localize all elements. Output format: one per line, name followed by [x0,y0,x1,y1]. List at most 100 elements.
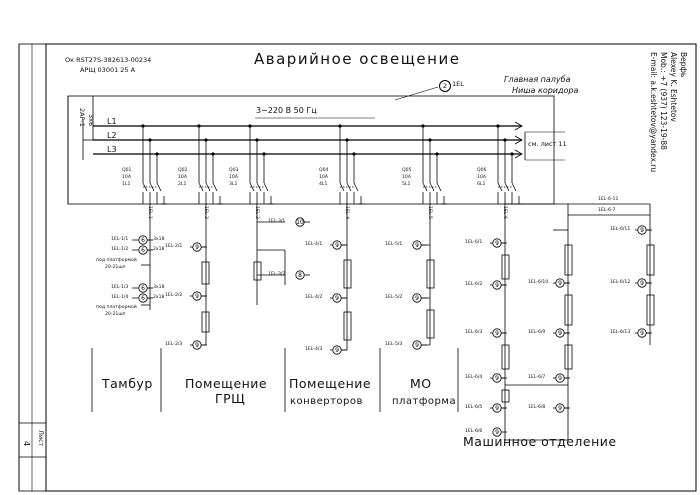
luminaire-number: 9 [558,375,562,382]
luminaire-label: 1EL-6/8 [528,404,546,410]
feeder-5-label: 1EL-5 [427,206,432,219]
breaker-q03 [248,124,274,205]
breaker-q02-id: Q02 [178,168,188,173]
breaker-q06-rating: 10A [477,175,486,180]
luminaire-label: 1EL-6/5 [465,404,483,410]
luminaire-number: 9 [640,330,644,337]
breaker-q04-id: Q04 [319,168,329,173]
luminaire-marker [492,280,502,290]
luminaire-number: 9 [558,280,562,287]
breaker-q05-phases: 5L1 [402,182,411,187]
author-line-4: E-mail: a.k.eshtetov@yandex.ru [649,52,658,173]
note-under-platform-2b: 20-21шп [105,312,126,317]
bus-label-l2: L2 [107,131,117,140]
luminaire-label: 1EL-6/11 [610,226,631,232]
luminaire-number: 9 [335,295,339,302]
bus-label-l3: L3 [107,145,117,154]
luminaire-number: 9 [495,429,499,436]
author-line-2: Alexey K. Eshtetov [669,52,678,122]
luminaire-number: 9 [415,295,419,302]
breaker-q02-rating: 10A [178,175,187,180]
feeder-label: 1EL [452,80,464,88]
note-under-platform-1: под платформой [96,258,137,263]
luminaire-number: 9 [495,375,499,382]
note-lamp-3: 3х18 [153,285,165,290]
breaker-q04 [338,124,364,205]
luminaire-label: 1EL-2/3 [165,341,183,347]
room-2-name: Помещение [185,376,268,391]
sheet-label: Лист [37,430,45,447]
breaker-q04-rating: 10A [319,175,328,180]
luminaire-label: 1EL-1/3 [111,284,129,290]
luminaire-number: 6 [141,247,145,254]
breaker-q06 [496,124,522,205]
luminaire-number: 6 [141,237,145,244]
luminaire-number: 6 [141,285,145,292]
breaker-q02 [197,124,223,205]
luminaire-label: 1EL-4/3 [305,346,323,352]
author-line-1: Верфь [679,52,688,78]
luminaire-label: 1EL-6/6 [465,428,483,434]
luminaire-label: 1EL-6/12 [610,279,631,285]
luminaire-marker [412,240,422,250]
supply-voltage: 3~220 В 50 Гц [256,106,317,115]
luminaire-marker [492,238,502,248]
luminaire-number: 9 [335,242,339,249]
luminaire-label: 1EL-6/10 [528,279,549,285]
breaker-q06-id: Q06 [477,168,487,173]
breaker-q05-rating: 10A [402,175,411,180]
author-line-3: Mob.: +7 (937) 123-19-88 [659,52,668,150]
luminaire-number: 9 [558,330,562,337]
luminaire-label: 1EL-5/1 [385,241,403,247]
room-4-sub: платформа [392,396,457,407]
luminaire-number: 9 [640,227,644,234]
luminaire-label: 1EL-4/2 [305,294,323,300]
luminaire-label: 1EL-6/2 [465,281,483,287]
breaker-q06-phases: 6L1 [477,182,486,187]
luminaire-label: 1EL-1/1 [111,236,129,242]
location-line-1: Главная палуба [504,75,571,84]
luminaire-marker [295,270,305,280]
breaker-q01 [141,124,167,205]
feeder-3-label: 1EL-3 [254,206,259,219]
breaker-q03-rating: 10A [229,175,238,180]
luminaire-label: 1EL-2/1 [165,243,183,249]
author-block: Верфь Alexey K. Eshtetov Mob.: +7 (937) … [648,52,688,172]
luminaire-label: 1EL-1/4 [111,294,129,300]
breaker-q01-phases: 1L1 [122,182,131,187]
luminaire-number: 9 [195,293,199,300]
luminaire-marker [492,427,502,437]
room-2-sub: ГРЩ [215,391,246,406]
luminaire-number: 9 [195,342,199,349]
feeder-circle: 2 [439,80,451,92]
note-lamp-1: 3х18 [153,237,165,242]
luminaire-label: 1EL-1/2 [111,246,129,252]
breaker-q01-rating: 10A [122,175,131,180]
breaker-q03-id: Q03 [229,168,239,173]
luminaire-label: 1EL-4/1 [305,241,323,247]
breaker-q02-phases: 2L1 [178,182,187,187]
luminaire-number: 9 [558,405,562,412]
breaker-q04-phases: 4L1 [319,182,328,187]
note-under-platform-1b: 20-21шп [105,265,126,270]
luminaire-marker [492,403,502,413]
cable-in-label: 2AP-1 [78,108,86,127]
room-4-name: МО [410,376,432,391]
breaker-q05-id: Q05 [402,168,412,173]
cable-in-size: 3х6 [87,114,95,127]
engine-room-label: Машинное отделение [463,434,617,449]
diagram-title: Аварийное освещение [254,50,461,68]
luminaire-label: 1EL-6/9 [528,329,546,335]
luminaire-label: 1EL-6/4 [465,374,483,380]
location-line-2: Ниша коридора [512,86,579,95]
luminaire-number: 8 [298,272,302,279]
doc-code: Ок RST27S-382613-00234 [65,56,152,64]
note-under-platform-2: под платформой [96,305,137,310]
luminaire-marker [295,217,305,227]
luminaire-marker [412,340,422,350]
note-lamp-2: 2х18 [153,247,165,252]
luminaire-label: 1EL-3/1 [268,218,286,224]
luminaire-number: 9 [495,405,499,412]
luminaire-marker [332,293,342,303]
room-1-name: Тамбур [102,376,153,391]
